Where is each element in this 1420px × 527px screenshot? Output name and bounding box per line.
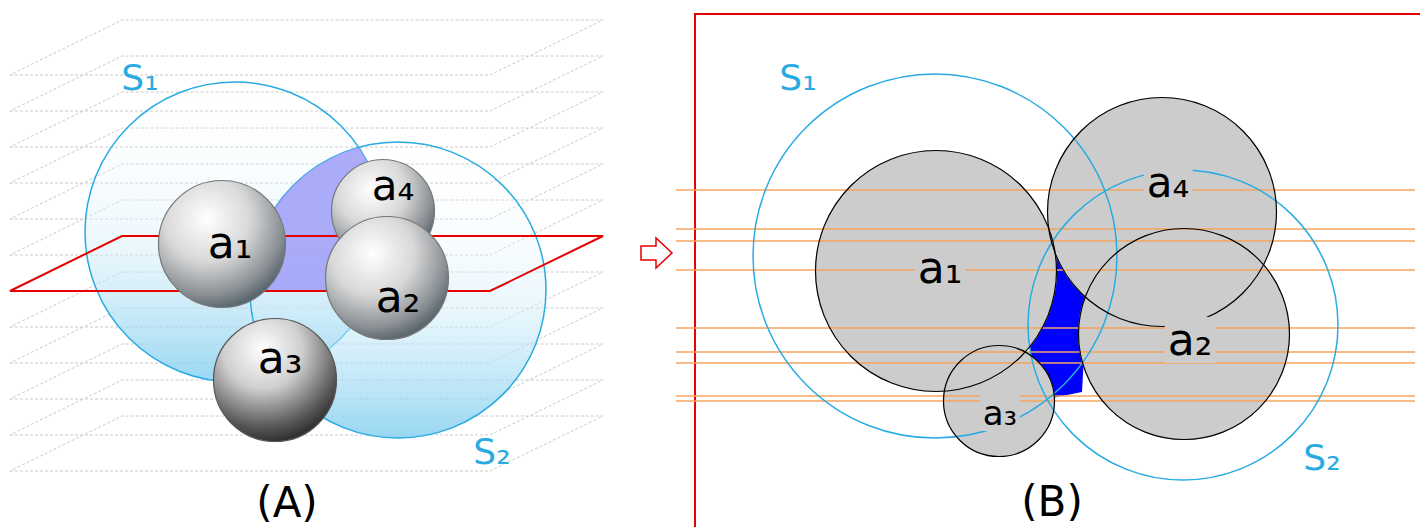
- atom-label: a₁: [915, 245, 966, 291]
- atom-circle: a₄: [1047, 97, 1277, 327]
- atom-label: a₄: [372, 165, 415, 207]
- atom-circle: a₁: [815, 150, 1057, 392]
- sphere-label: S₁: [121, 60, 158, 96]
- panel-label: (B): [1021, 481, 1083, 523]
- atom-label: a₂: [376, 275, 421, 319]
- sphere-label: S₂: [473, 434, 510, 470]
- sphere-label: S₁: [779, 60, 816, 96]
- atom-circle: a₁: [158, 180, 286, 308]
- atom-circle: a₃: [213, 318, 337, 442]
- slice-plane: [10, 20, 603, 75]
- scan-line: [676, 351, 1415, 352]
- atom-outline: [1047, 97, 1277, 327]
- scan-line: [676, 327, 1415, 328]
- atom-label: a₁: [208, 221, 253, 265]
- cut-plane: [10, 236, 603, 291]
- probe-circle: [753, 74, 1117, 438]
- overlap-lens: [0, 0, 620, 291]
- atom-circle: a₂: [1078, 228, 1290, 440]
- scan-line: [676, 189, 1415, 190]
- atom-fills: [815, 97, 1290, 457]
- atom-label: a₄: [1144, 161, 1193, 205]
- atom-circle: a₃: [943, 345, 1055, 457]
- atom-label: a₃: [980, 395, 1020, 431]
- atom-circle: a₂: [325, 216, 449, 340]
- scan-line: [676, 269, 1415, 270]
- atom-label: a₂: [1165, 317, 1216, 363]
- atom-label: a₃: [258, 336, 303, 380]
- arrow-symbol: [641, 238, 672, 268]
- sphere-label: S₂: [1303, 440, 1340, 476]
- probe-circle: [1028, 170, 1338, 480]
- scan-line: [676, 240, 1415, 241]
- panel-label: (A): [256, 482, 318, 524]
